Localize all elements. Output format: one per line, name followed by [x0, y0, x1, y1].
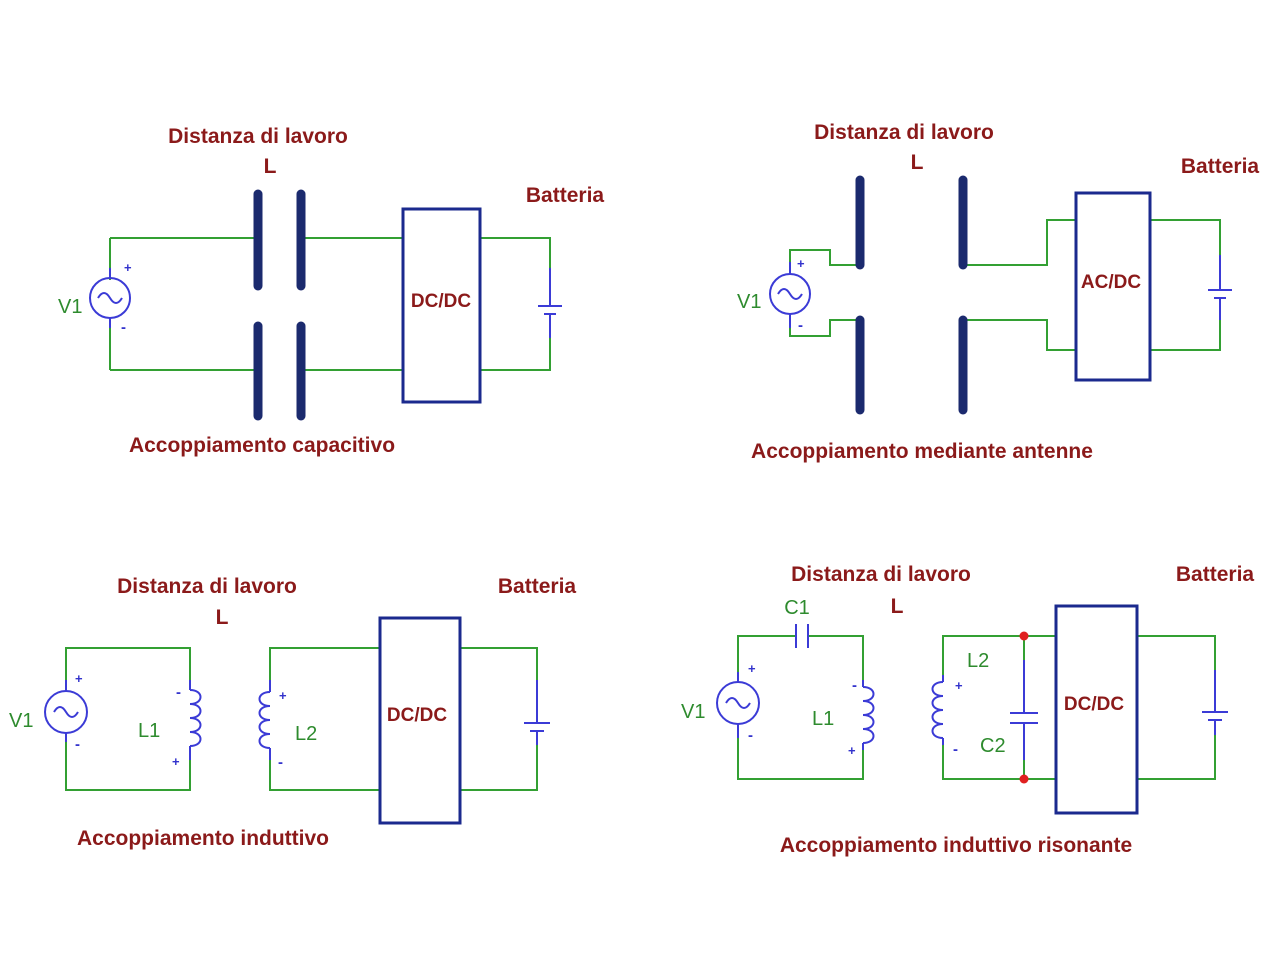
ind-coil-l1-icon — [189, 680, 202, 760]
ant-converter-box — [1074, 191, 1152, 382]
ind-l1-plus: + — [172, 754, 180, 769]
res-coil1-label: L1 — [812, 708, 834, 730]
res-src-minus: - — [748, 727, 753, 744]
ant-battery-icon — [1208, 255, 1232, 320]
res-cap2-label: C2 — [980, 735, 1006, 757]
cap-battery-icon — [538, 268, 562, 338]
res-source-label: V1 — [681, 701, 705, 723]
cap-source-label: V1 — [58, 296, 82, 318]
ant-converter-label: AC/DC — [1081, 272, 1141, 293]
ind-coil2-label: L2 — [295, 723, 317, 745]
res-capacitor-c1-icon — [795, 624, 809, 648]
cap-src-minus: - — [121, 319, 126, 336]
cap-converter-box — [401, 207, 482, 404]
ind-coil1-label: L1 — [138, 720, 160, 742]
ind-distance-L: L — [216, 606, 229, 629]
res-l1-minus: - — [852, 677, 857, 694]
res-converter-label: DC/DC — [1064, 694, 1124, 715]
cap-battery-label: Batteria — [526, 184, 605, 207]
cap-ac-source-icon — [89, 268, 131, 328]
res-heading: Distanza di lavoro — [791, 563, 971, 586]
res-coil-l1-icon — [862, 680, 875, 750]
ant-caption: Accoppiamento mediante antenne — [751, 440, 1093, 463]
ant-distance-L: L — [911, 151, 924, 174]
res-l2-minus: - — [953, 741, 958, 758]
panel-capacitive: Distanza di lavoro L Batteria Accoppiame… — [58, 125, 604, 457]
ind-l1-minus: - — [176, 684, 181, 701]
ind-battery-label: Batteria — [498, 575, 577, 598]
res-capacitor-c2-icon — [1010, 660, 1038, 760]
ind-l2-minus: - — [278, 754, 283, 771]
cap-converter-label: DC/DC — [411, 291, 471, 312]
cap-wires — [109, 237, 551, 371]
ind-ac-source-icon — [44, 680, 88, 742]
res-node-bottom — [1019, 774, 1029, 784]
ant-source-label: V1 — [737, 291, 761, 313]
res-battery-icon — [1202, 670, 1228, 735]
ant-battery-label: Batteria — [1181, 155, 1260, 178]
ind-src-plus: + — [75, 671, 83, 686]
ind-src-minus: - — [75, 736, 80, 753]
ind-coil-l2-icon — [258, 680, 271, 760]
panel-resonant: Distanza di lavoro L Batteria Accoppiame… — [681, 563, 1254, 857]
ind-converter-label: DC/DC — [387, 705, 447, 726]
res-coil-l2-icon — [931, 675, 944, 745]
ind-caption: Accoppiamento induttivo — [77, 827, 329, 850]
ant-ac-source-icon — [769, 262, 811, 328]
res-coil2-label: L2 — [967, 650, 989, 672]
ind-battery-icon — [524, 680, 550, 745]
res-ac-source-icon — [716, 672, 760, 738]
ant-src-plus: + — [797, 256, 805, 271]
res-caption: Accoppiamento induttivo risonante — [780, 834, 1132, 857]
res-converter-box — [1054, 604, 1139, 815]
res-l1-plus: + — [848, 743, 856, 758]
res-l2-plus: + — [955, 678, 963, 693]
res-src-plus: + — [748, 661, 756, 676]
panel-inductive: Distanza di lavoro L Batteria Accoppiame… — [9, 575, 576, 850]
ind-source-label: V1 — [9, 710, 33, 732]
ant-heading: Distanza di lavoro — [814, 121, 994, 144]
ind-wires — [65, 647, 538, 791]
res-node-top — [1019, 631, 1029, 641]
res-cap1-label: C1 — [784, 597, 810, 619]
ant-wires — [789, 219, 1221, 351]
cap-distance-L: L — [264, 155, 277, 178]
res-battery-label: Batteria — [1176, 563, 1255, 586]
ant-src-minus: - — [798, 317, 803, 334]
panel-antenna: Distanza di lavoro L Batteria Accoppiame… — [737, 121, 1259, 463]
res-distance-L: L — [891, 595, 904, 618]
cap-heading: Distanza di lavoro — [168, 125, 348, 148]
ind-heading: Distanza di lavoro — [117, 575, 297, 598]
ind-l2-plus: + — [279, 688, 287, 703]
cap-src-plus: + — [124, 260, 132, 275]
ind-converter-box — [378, 616, 462, 825]
cap-caption: Accoppiamento capacitivo — [129, 434, 395, 457]
